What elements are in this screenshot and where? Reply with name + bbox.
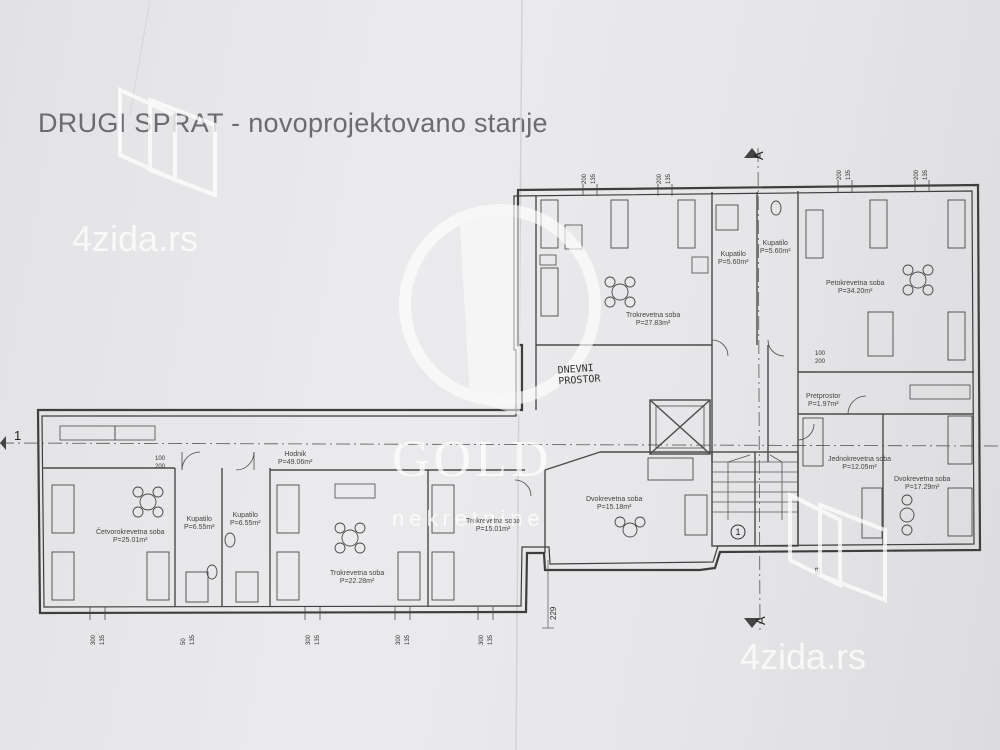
- svg-text:300: 300: [479, 634, 485, 645]
- svg-text:229: 229: [549, 606, 558, 620]
- svg-text:300: 300: [91, 634, 97, 645]
- stair-number-circle: [730, 524, 746, 540]
- svg-text:50: 50: [181, 638, 187, 645]
- tables: [132, 264, 934, 554]
- svg-text:200: 200: [837, 169, 843, 180]
- bathroom-fixtures: [185, 200, 782, 603]
- svg-text:200: 200: [815, 359, 826, 365]
- gold-watermark-logo: [399, 204, 601, 415]
- watermark-site-top: 4zida.rs: [72, 218, 199, 259]
- watermark-site-bottom: 4zida.rs: [740, 636, 867, 677]
- interior-walls: [42, 191, 974, 607]
- svg-text:100: 100: [155, 456, 166, 462]
- window-marks: [89, 180, 930, 620]
- axis-arrow: [0, 436, 6, 450]
- svg-text:135: 135: [923, 169, 929, 180]
- watermark-agency-sub: nekretnine: [392, 506, 545, 531]
- zida-watermark-logo-bottom: [788, 491, 887, 603]
- svg-text:200: 200: [582, 173, 588, 184]
- zida-watermark-logo-top: [118, 86, 217, 198]
- svg-text:135: 135: [315, 634, 321, 645]
- svg-text:135: 135: [190, 634, 196, 645]
- svg-text:200: 200: [914, 169, 920, 180]
- svg-text:135: 135: [100, 634, 106, 645]
- svg-text:135: 135: [846, 169, 852, 180]
- stair-number: 1: [735, 527, 740, 537]
- section-arrow-top: [744, 148, 760, 158]
- svg-text:200: 200: [657, 173, 663, 184]
- stair-treads: [712, 454, 798, 520]
- axis-label-1: 1: [14, 428, 21, 443]
- svg-text:300: 300: [396, 634, 402, 645]
- svg-text:135: 135: [591, 173, 597, 184]
- dimension-numbers: 200 135 200 135 200 135 200 135 300 135 …: [91, 169, 929, 645]
- section-label-a-bottom: A: [753, 616, 768, 625]
- svg-text:135: 135: [405, 634, 411, 645]
- svg-text:100: 100: [815, 351, 826, 357]
- section-line-a: [757, 147, 761, 631]
- svg-text:200: 200: [155, 464, 166, 470]
- beds: [51, 199, 973, 601]
- section-arrow-bottom: [744, 618, 760, 628]
- section-label-a-top: A: [751, 151, 766, 160]
- svg-text:135: 135: [488, 634, 494, 645]
- watermark-agency: GOLD: [392, 431, 553, 488]
- svg-text:135: 135: [666, 173, 672, 184]
- plan-title: DRUGI SPRAT - novoprojektovano stanje: [38, 108, 548, 138]
- doors: [181, 339, 867, 497]
- svg-text:300: 300: [306, 634, 312, 645]
